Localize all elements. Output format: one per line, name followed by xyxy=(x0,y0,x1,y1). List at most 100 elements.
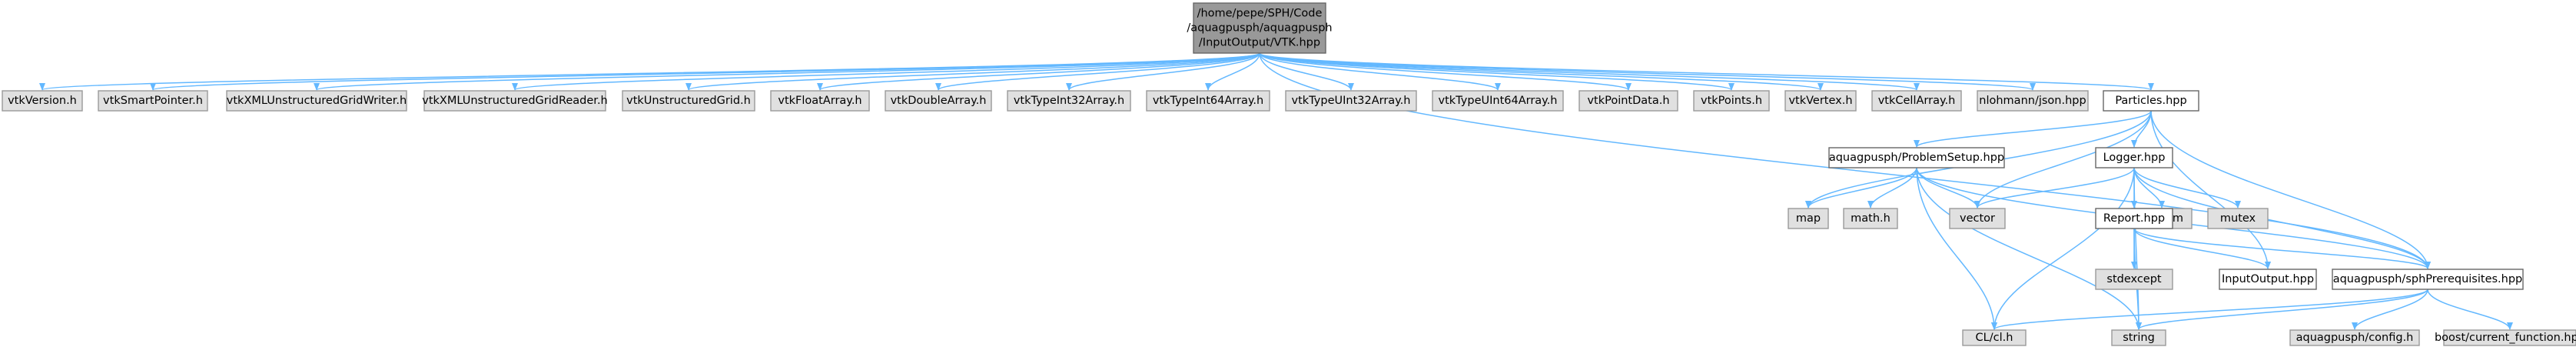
node-box xyxy=(1977,90,2089,112)
node-box xyxy=(2332,269,2524,290)
node-label: vtkUnstructuredGrid.h xyxy=(626,95,751,107)
node-vtkVertex: vtkVertex.h xyxy=(1784,90,1857,112)
node-label: Report.hpp xyxy=(2103,212,2165,225)
node-label: CL/cl.h xyxy=(1976,332,2013,344)
edge-root-to-vtkFloatArray xyxy=(817,52,1260,91)
node-boost: boost/current_function.hpp xyxy=(2435,329,2576,346)
edge-logger-to-vector xyxy=(1974,167,2135,209)
edge-particles-to-sphPre xyxy=(2150,110,2431,269)
edge-sphPre-to-cl xyxy=(1991,289,2428,330)
edge-problemSetup-to-map xyxy=(1805,167,1917,209)
node-vtkPoints: vtkPoints.h xyxy=(1693,90,1770,112)
node-label: Particles.hpp xyxy=(2115,95,2186,107)
node-box xyxy=(2219,269,2317,290)
node-label: vtkDoubleArray.h xyxy=(891,95,987,107)
node-json: nlohmann/json.hpp xyxy=(1977,90,2089,112)
node-math: math.h xyxy=(1843,208,1898,229)
node-label: mutex xyxy=(2220,212,2256,225)
node-box xyxy=(1784,90,1857,112)
edge-logger-to-sphPre xyxy=(2133,167,2431,269)
edge-root-to-vtkTypeUInt32Array xyxy=(1259,52,1354,91)
node-label: nlohmann/json.hpp xyxy=(1979,95,2086,107)
node-particles[interactable]: Particles.hpp xyxy=(2103,90,2199,112)
edge-layer xyxy=(39,52,2513,330)
edge-root-to-vtkPointData xyxy=(1259,52,1632,91)
node-box xyxy=(1788,208,1829,229)
edge-root-to-json xyxy=(1259,52,2036,91)
node-label: vtkVertex.h xyxy=(1788,95,1852,107)
edge-particles-to-inputOutput xyxy=(2150,110,2271,269)
node-map: map xyxy=(1788,208,1829,229)
edge-root-to-vtkTypeInt32Array xyxy=(1066,52,1260,91)
edge-root-to-vtkUG xyxy=(685,52,1260,91)
node-box xyxy=(2443,329,2576,346)
node-root[interactable]: /home/pepe/SPH/Code/aquagpusph/aquagpusp… xyxy=(1187,2,1333,54)
edge-problemSetup-to-vector xyxy=(1916,167,1980,209)
node-label: vtkTypeInt32Array.h xyxy=(1014,95,1124,107)
node-label: stdexcept xyxy=(2106,273,2162,285)
edge-particles-to-problemSetup xyxy=(1914,110,2152,148)
node-vtkTypeUInt64Array: vtkTypeUInt64Array.h xyxy=(1432,90,1564,112)
node-label: vector xyxy=(1960,212,1995,225)
node-label: vtkVersion.h xyxy=(8,95,77,107)
node-label: /home/pepe/SPH/Code xyxy=(1197,8,1323,20)
node-mutex: mutex xyxy=(2207,208,2269,229)
edge-report-to-sphPre xyxy=(2133,228,2431,269)
node-vtkUG: vtkUnstructuredGrid.h xyxy=(622,90,755,112)
node-box xyxy=(2095,147,2173,168)
node-label: vtkTypeUInt64Array.h xyxy=(1439,95,1558,107)
edge-root-to-vtkTypeUInt64Array xyxy=(1259,52,1501,91)
node-box xyxy=(1843,208,1898,229)
node-box xyxy=(1693,90,1770,112)
node-sphPre[interactable]: aquagpusph/sphPrerequisites.hpp xyxy=(2332,269,2524,290)
node-vtkTypeUInt32Array: vtkTypeUInt32Array.h xyxy=(1285,90,1417,112)
node-label: vtkTypeInt64Array.h xyxy=(1153,95,1263,107)
node-label: aquagpusph/ProblemSetup.hpp xyxy=(1829,152,2004,164)
node-label: boost/current_function.hpp xyxy=(2435,332,2576,344)
node-box xyxy=(1949,208,2006,229)
node-vtkXMLUGReader: vtkXMLUnstructuredGridReader.h xyxy=(422,90,608,112)
node-box xyxy=(226,90,407,112)
edge-problemSetup-to-cl xyxy=(1916,167,1997,330)
node-box xyxy=(770,90,870,112)
edge-logger-to-cl xyxy=(1991,167,2135,330)
node-box xyxy=(2095,269,2173,290)
node-box xyxy=(1285,90,1417,112)
node-label: /aquagpusph/aquagpusph xyxy=(1187,22,1332,35)
edge-logger-to-mutex xyxy=(2133,167,2241,209)
edge-root-to-vtkCellArray xyxy=(1259,52,1920,91)
node-label: vtkXMLUnstructuredGridWriter.h xyxy=(227,95,407,107)
node-stdexcept: stdexcept xyxy=(2095,269,2173,290)
node-box xyxy=(1962,329,2027,346)
node-report[interactable]: Report.hpp xyxy=(2095,208,2173,229)
node-box xyxy=(1578,90,1678,112)
node-string: string xyxy=(2111,329,2166,346)
edge-root-to-vtkTypeInt64Array xyxy=(1205,52,1260,91)
edge-sphPre-to-string xyxy=(2136,289,2428,330)
node-label: vtkPoints.h xyxy=(1701,95,1762,107)
node-label: math.h xyxy=(1851,212,1891,225)
node-box xyxy=(2095,208,2173,229)
node-box xyxy=(885,90,992,112)
edge-root-to-vtkXMLUGWriter xyxy=(314,52,1260,91)
node-problemSetup[interactable]: aquagpusph/ProblemSetup.hpp xyxy=(1828,147,2005,168)
node-box xyxy=(2289,329,2420,346)
edge-root-to-vtkDoubleArray xyxy=(935,52,1260,91)
node-label: Logger.hpp xyxy=(2103,152,2166,164)
node-vtkFloatArray: vtkFloatArray.h xyxy=(770,90,870,112)
node-logger[interactable]: Logger.hpp xyxy=(2095,147,2173,168)
node-box xyxy=(1146,90,1270,112)
node-label: /InputOutput/VTK.hpp xyxy=(1199,37,1320,49)
node-box xyxy=(98,90,208,112)
node-vtkCellArray: vtkCellArray.h xyxy=(1871,90,1962,112)
edge-problemSetup-to-math xyxy=(1867,167,1917,209)
node-vector: vector xyxy=(1949,208,2006,229)
edge-problemSetup-to-string xyxy=(1916,167,2142,330)
node-label: vtkXMLUnstructuredGridReader.h xyxy=(422,95,608,107)
edge-particles-to-vector xyxy=(1974,110,2152,209)
node-label: vtkPointData.h xyxy=(1587,95,1669,107)
node-inputOutput[interactable]: InputOutput.hpp xyxy=(2219,269,2317,290)
edge-root-to-vtkPoints xyxy=(1259,52,1734,91)
node-box xyxy=(1828,147,2005,168)
